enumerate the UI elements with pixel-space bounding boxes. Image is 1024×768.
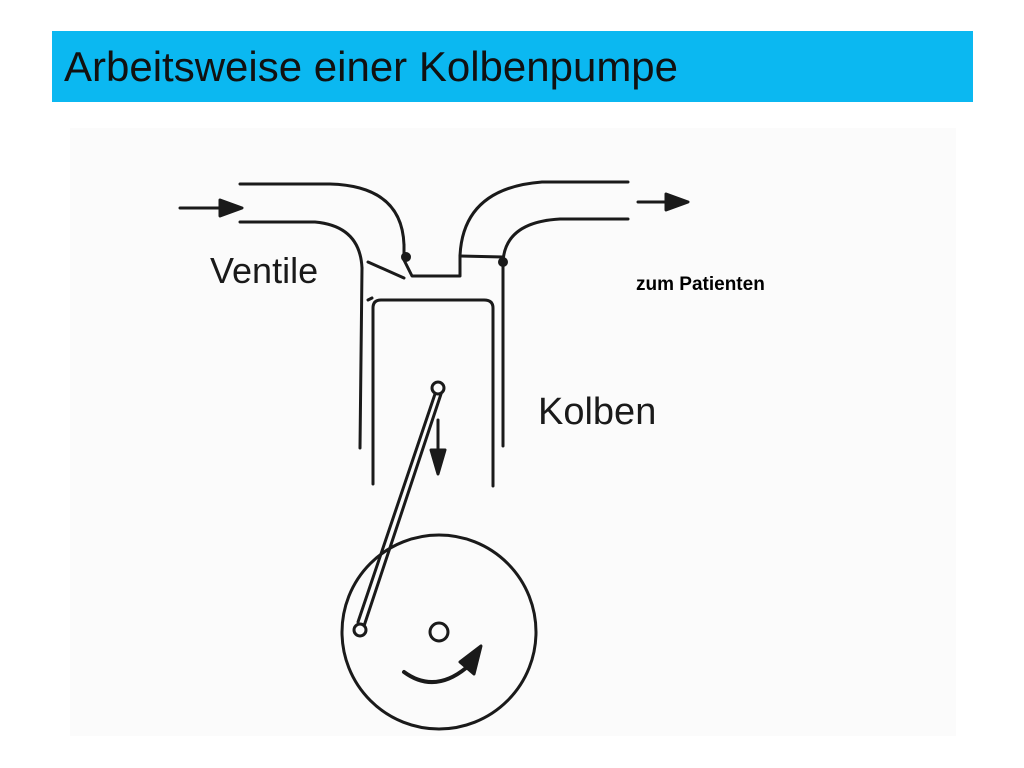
to-patient-label: zum Patienten (636, 274, 765, 295)
title-bar: Arbeitsweise einer Kolbenpumpe (52, 31, 973, 102)
connecting-rod (356, 380, 446, 628)
piston (371, 298, 495, 488)
diagram-panel (70, 128, 956, 736)
valve-chamber (366, 243, 508, 280)
valves-label: Ventile (210, 250, 319, 291)
rotation-arrow-icon (402, 644, 483, 685)
outlet-pipe (458, 180, 630, 264)
crank-wheel (340, 533, 538, 731)
outlet-arrow-icon (636, 192, 690, 212)
piston-down-arrow-icon (429, 418, 447, 476)
inlet-pipe (238, 182, 406, 270)
inlet-arrow-icon (178, 198, 244, 218)
slide-title: Arbeitsweise einer Kolbenpumpe (64, 43, 679, 90)
piston-label: Kolben (538, 391, 657, 433)
cylinder (358, 260, 505, 450)
